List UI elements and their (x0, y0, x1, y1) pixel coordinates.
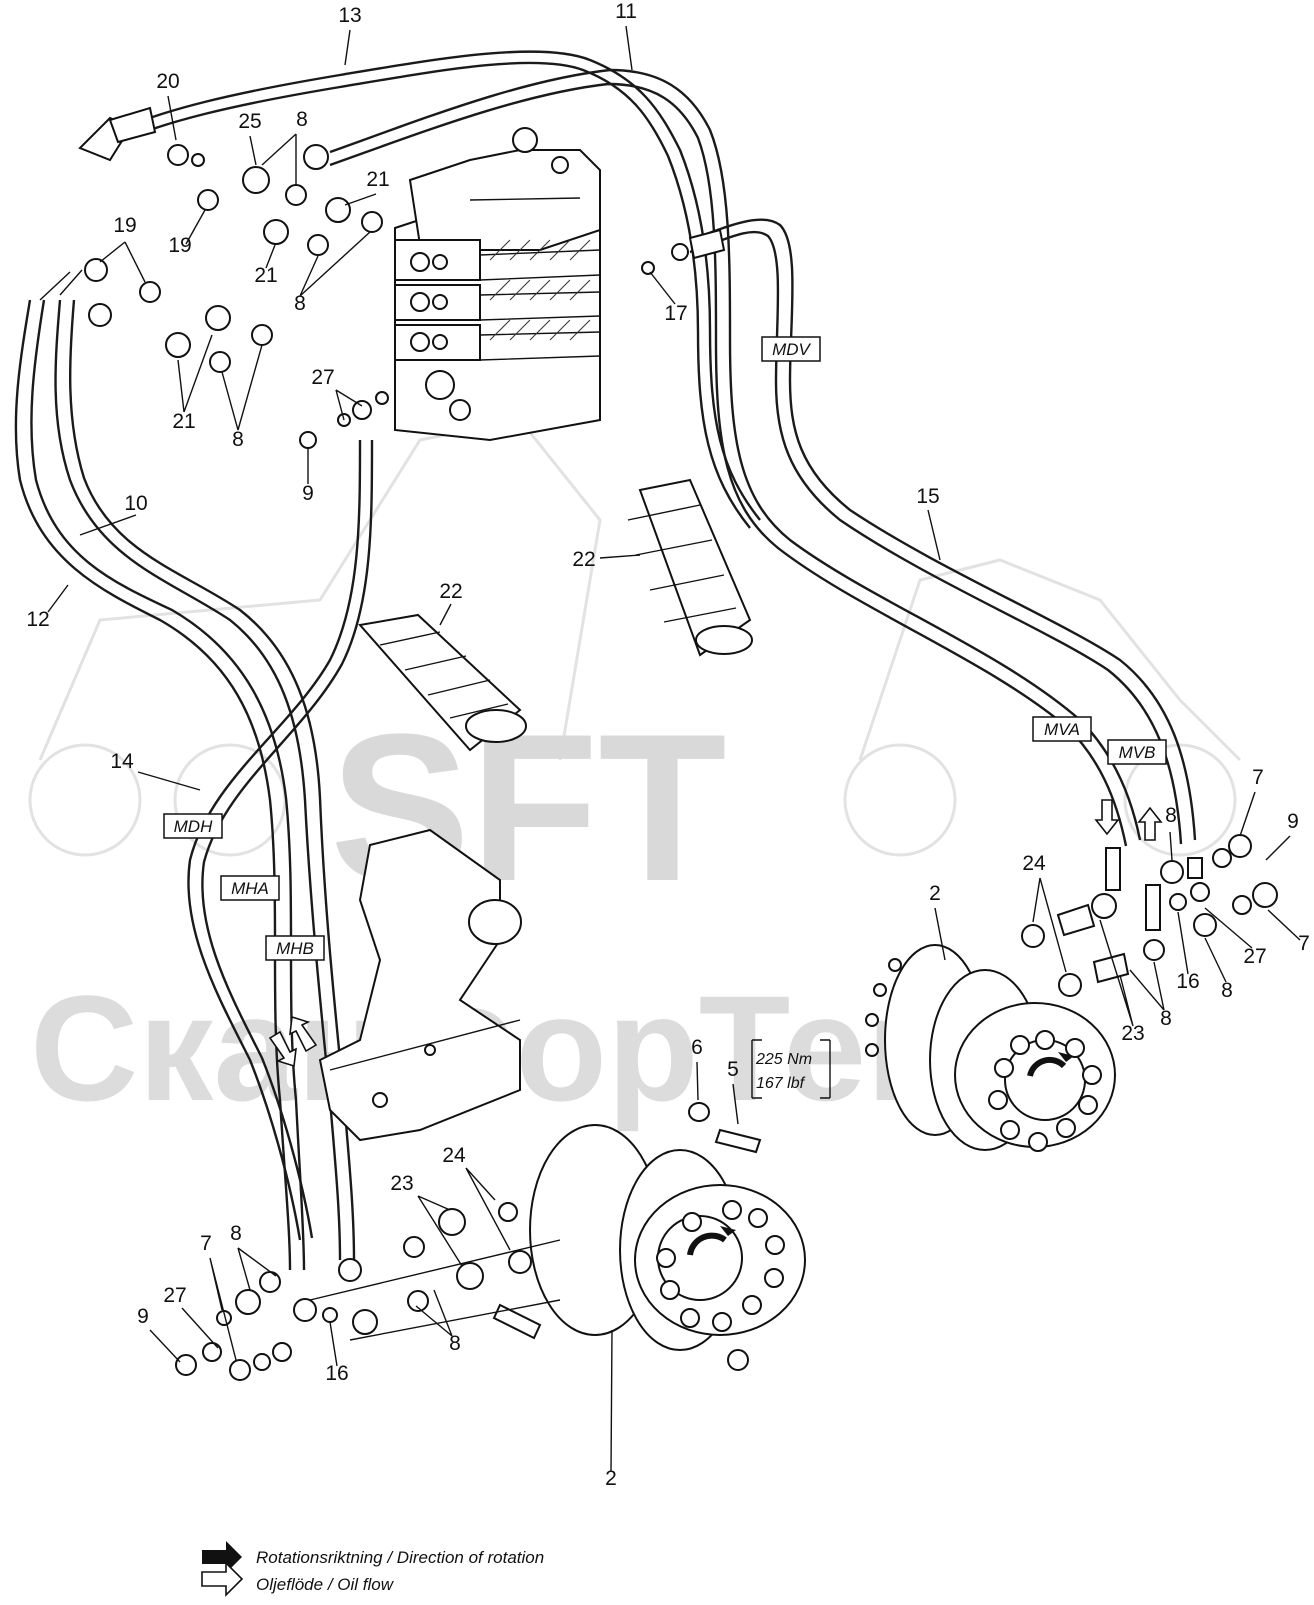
callout-c23a: 23 (1121, 1022, 1144, 1045)
callout-c8h: 8 (449, 1332, 461, 1355)
callout-c27a: 27 (311, 366, 334, 389)
callout-c27c: 27 (163, 1284, 186, 1307)
torque-spec: 225 Nm 167 lbf (751, 1039, 831, 1099)
callout-c19b: 19 (168, 234, 191, 257)
torque-lbf: 167 lbf (756, 1075, 806, 1092)
callout-c2a: 2 (929, 882, 941, 905)
callout-c24a: 24 (1022, 852, 1046, 875)
callout-c22b: 22 (439, 580, 462, 603)
callout-c12: 12 (26, 608, 49, 631)
callout-c24b: 24 (442, 1144, 466, 1167)
protective-sleeve-left (358, 613, 527, 752)
torque-nm: 225 Nm (755, 1051, 812, 1068)
svg-text:MHA: MHA (231, 879, 269, 898)
protective-sleeve-right (627, 478, 753, 657)
callout-c21b: 21 (254, 264, 277, 287)
callout-c9c: 9 (137, 1305, 149, 1328)
callout-c10: 10 (124, 492, 147, 515)
valve-section-2 (394, 284, 601, 321)
watermark-machine-silhouette (28, 418, 1242, 857)
callout-c9a: 9 (302, 482, 314, 505)
callout-c21a: 21 (366, 168, 389, 191)
svg-text:MVB: MVB (1119, 743, 1156, 762)
valve-hatching (489, 239, 591, 341)
callout-c9b: 9 (1287, 810, 1299, 833)
callout-c2b: 2 (605, 1467, 617, 1490)
hose-label-mha: MHA (220, 875, 280, 901)
hose-label-mvb: MVB (1107, 739, 1167, 765)
callout-c8c: 8 (232, 428, 244, 451)
legend: Rotationsriktning / Direction of rotatio… (201, 1541, 544, 1597)
hose-label-mhb: MHB (265, 935, 325, 961)
control-valve-block (394, 127, 601, 442)
hose-labels: MDV MVA MVB MDH MHA MHB (163, 336, 1167, 961)
callout-c23b: 23 (390, 1172, 413, 1195)
callout-c8d: 8 (1165, 804, 1177, 827)
callout-c7b: 7 (1298, 932, 1310, 955)
fittings-upper (39, 106, 726, 449)
valve-section-1 (394, 239, 601, 281)
callout-c17: 17 (664, 302, 687, 325)
callout-c7c: 7 (200, 1232, 212, 1255)
svg-text:MHB: MHB (276, 939, 314, 958)
callout-c19a: 19 (113, 214, 136, 237)
callout-c20: 20 (156, 70, 179, 93)
wheel-motor-right (865, 944, 1116, 1152)
svg-text:MDV: MDV (772, 340, 811, 359)
callout-c8b: 8 (294, 292, 306, 315)
wheel-bolts-right (988, 1030, 1102, 1152)
callout-c6: 6 (691, 1036, 703, 1059)
valve-section-3 (394, 324, 601, 361)
callout-c8a: 8 (296, 108, 308, 131)
motor-bracket (318, 828, 522, 1142)
fittings-left-lower (175, 1202, 561, 1381)
wheel-motor-left (492, 1102, 806, 1371)
hose-label-mva: MVA (1032, 716, 1092, 742)
callout-c5: 5 (727, 1058, 739, 1081)
filled-arrow-icon (202, 1541, 242, 1573)
callout-c27b: 27 (1243, 945, 1266, 968)
callout-c11: 11 (615, 0, 637, 23)
svg-text:MVA: MVA (1044, 720, 1080, 739)
callout-c22a: 22 (572, 548, 595, 571)
callout-c15: 15 (916, 485, 939, 508)
callout-c13: 13 (338, 4, 361, 27)
hollow-arrow-icon (201, 1561, 244, 1597)
callout-c14: 14 (110, 750, 134, 773)
callout-c8f: 8 (1160, 1007, 1172, 1030)
callout-c16b: 16 (325, 1362, 348, 1385)
svg-text:MDH: MDH (174, 817, 213, 836)
legend-rotation: Rotationsriktning / Direction of rotatio… (256, 1548, 544, 1567)
wheel-bolts-left (656, 1200, 785, 1371)
hose-label-mdh: MDH (163, 813, 223, 839)
hose-label-mdv: MDV (761, 336, 821, 362)
fittings-right (1021, 834, 1278, 997)
leader-lines (47, 25, 1301, 1473)
callout-c21c: 21 (172, 410, 195, 433)
oil-flow-arrows (268, 799, 1163, 1068)
callout-c8g: 8 (230, 1222, 242, 1245)
callout-c7a: 7 (1252, 766, 1264, 789)
callout-c16a: 16 (1176, 970, 1199, 993)
callout-c25: 25 (238, 110, 261, 133)
callout-c8e: 8 (1221, 979, 1233, 1002)
legend-oil-flow: Oljeflöde / Oil flow (256, 1575, 395, 1594)
